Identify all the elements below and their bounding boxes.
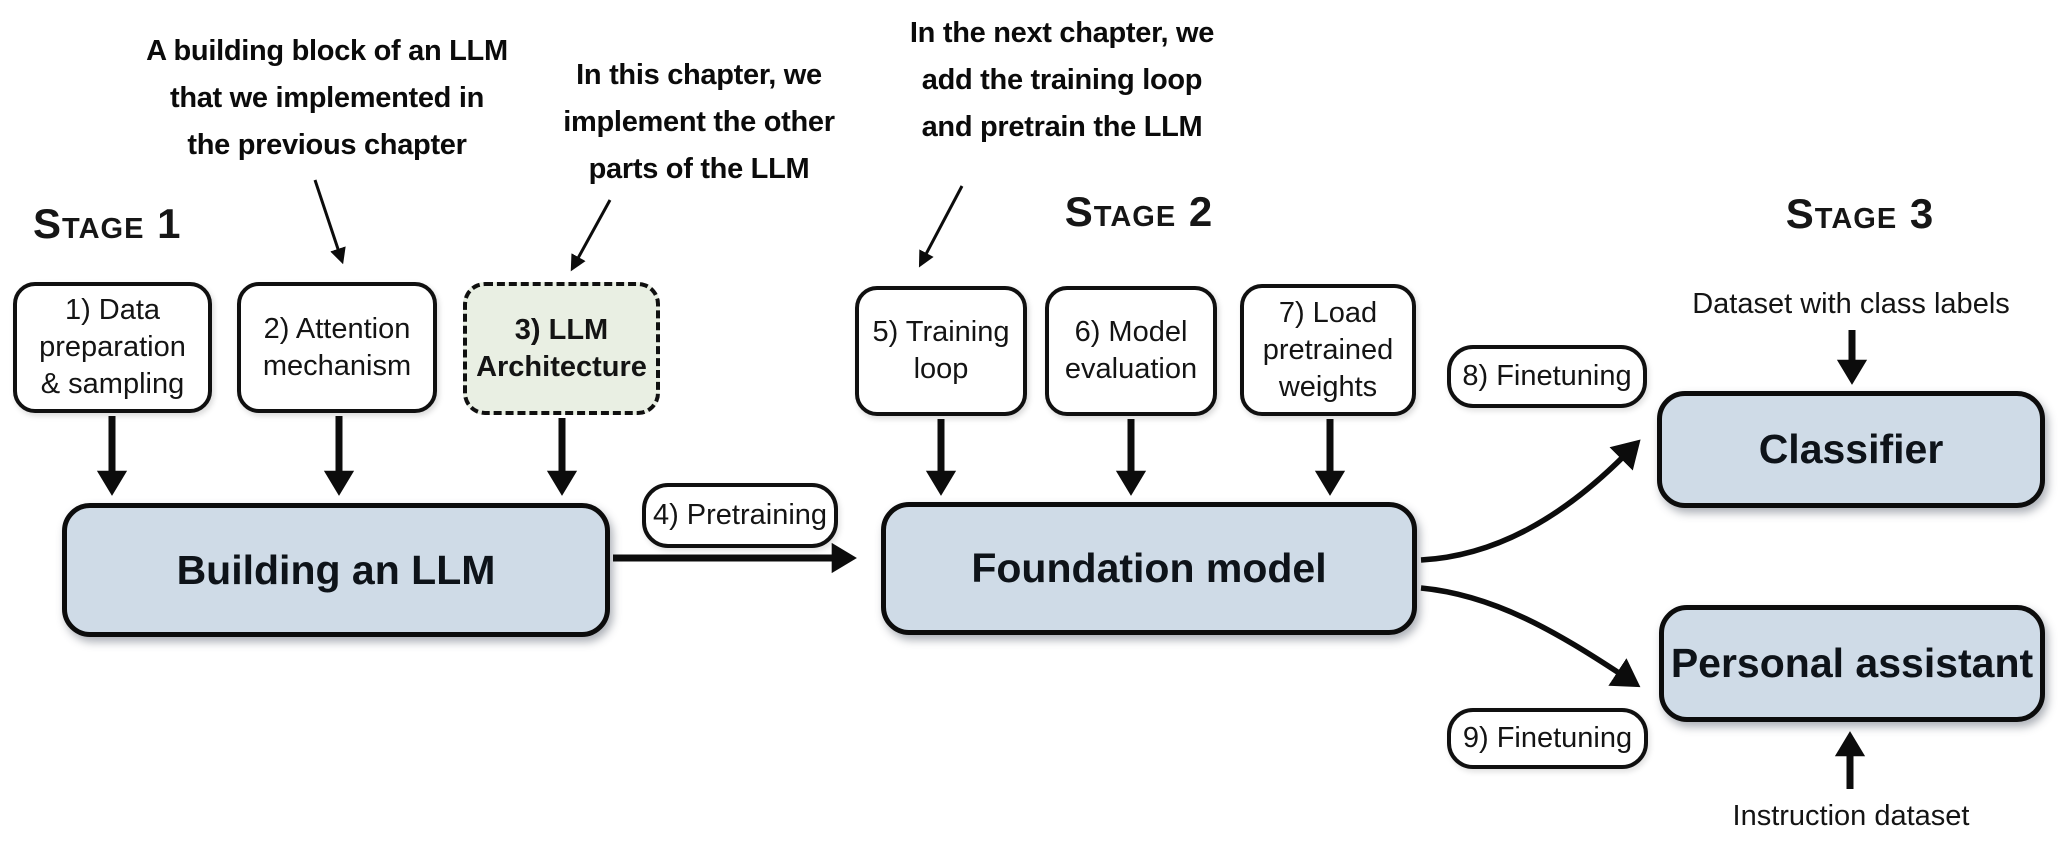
annotation-line: In the next chapter, we xyxy=(909,17,1215,49)
annotation-this-chapter: In this chapter, we implement the other … xyxy=(563,52,835,193)
step-line: Architecture xyxy=(476,350,647,383)
mainbox-foundation-model: Foundation model xyxy=(881,502,1417,635)
step-box-load-pretrained-weights: 7) Load pretrained weights xyxy=(1240,284,1416,416)
mainbox-personal-assistant: Personal assistant xyxy=(1659,605,2045,722)
arrow-foundation-to-assistant xyxy=(1420,585,1641,688)
annotation-line: parts of the LLM xyxy=(588,153,810,185)
mainbox-building-an-llm: Building an LLM xyxy=(62,503,610,637)
step-line: 1) Data xyxy=(64,294,161,326)
stage-3-heading: Stage 3 xyxy=(1785,190,1935,237)
step-box-model-evaluation: 6) Model evaluation xyxy=(1045,286,1217,416)
annotation-line: A building block of an LLM xyxy=(146,35,508,67)
stage-1-heading: Stage 1 xyxy=(33,200,182,247)
label-instruction-dataset: Instruction dataset xyxy=(1732,800,1970,832)
step-box-training-loop: 5) Training loop xyxy=(855,286,1027,416)
step-line: 5) Training xyxy=(872,316,1010,348)
step-line: loop xyxy=(913,353,969,385)
step-line: 3) LLM xyxy=(514,313,609,346)
step-line: & sampling xyxy=(40,368,185,400)
pill-finetuning-9: 9) Finetuning xyxy=(1447,708,1648,769)
step-box-attention-mechanism: 2) Attention mechanism xyxy=(237,282,437,413)
step-line: 7) Load xyxy=(1278,296,1378,329)
annotation-line: implement the other xyxy=(563,106,835,138)
annotation-line: In this chapter, we xyxy=(576,59,822,91)
arrow-annotation-to-training-loop xyxy=(918,185,964,268)
step-line: preparation xyxy=(39,331,186,363)
arrow-foundation-to-classifier xyxy=(1420,439,1641,563)
step-line: evaluation xyxy=(1064,353,1198,385)
annotation-line: the previous chapter xyxy=(187,129,467,161)
arrow-annotation-to-architecture xyxy=(570,199,612,272)
pill-pretraining: 4) Pretraining xyxy=(642,483,838,548)
step-line: 2) Attention xyxy=(263,312,411,345)
arrow-annotation-to-attention xyxy=(313,179,346,265)
mainbox-classifier: Classifier xyxy=(1657,391,2045,508)
label-dataset-with-class-labels: Dataset with class labels xyxy=(1692,288,2010,320)
stage-2-heading: Stage 2 xyxy=(1064,188,1214,235)
step-box-data-preparation: 1) Data preparation & sampling xyxy=(13,282,212,413)
step-box-llm-architecture: 3) LLM Architecture xyxy=(463,282,660,415)
annotation-building-block: A building block of an LLM that we imple… xyxy=(146,28,508,169)
step-line: mechanism xyxy=(262,349,412,382)
pill-finetuning-8: 8) Finetuning xyxy=(1447,345,1647,408)
step-line: weights xyxy=(1278,370,1378,403)
step-line: pretrained xyxy=(1262,333,1394,366)
annotation-line: add the training loop xyxy=(921,64,1203,96)
annotation-line: that we implemented in xyxy=(169,82,485,114)
step-line: 6) Model xyxy=(1074,316,1188,348)
annotation-next-chapter: In the next chapter, we add the training… xyxy=(910,10,1214,151)
annotation-line: and pretrain the LLM xyxy=(921,111,1203,143)
